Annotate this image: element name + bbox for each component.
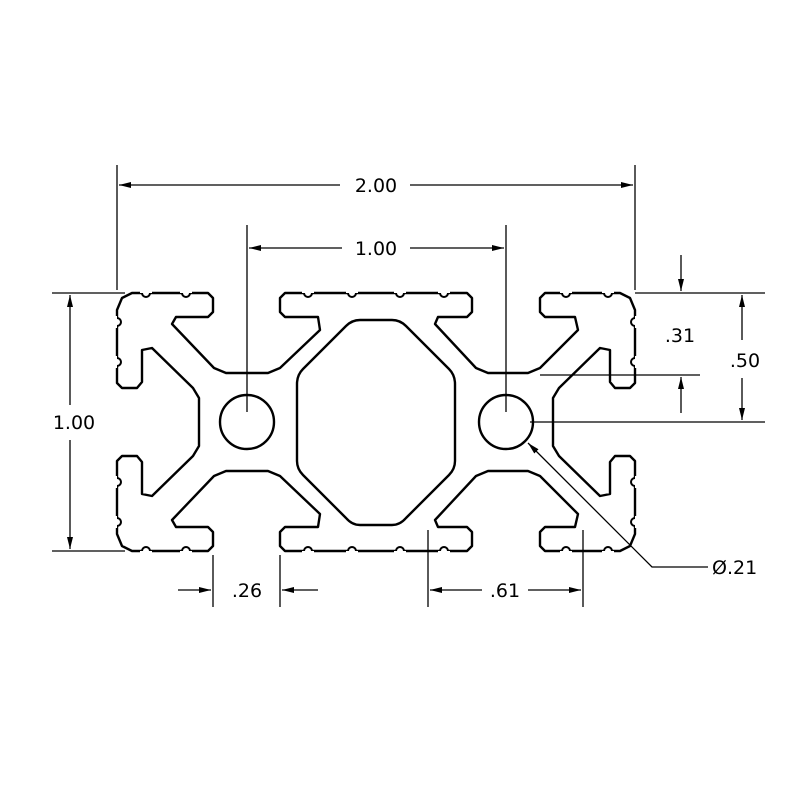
notch-mask xyxy=(394,551,406,558)
notch-mask xyxy=(438,551,450,558)
dim-overall-width: 2.00 xyxy=(116,165,636,290)
notch-mask xyxy=(302,551,314,558)
dim-hole-diameter: Ø.21 xyxy=(527,442,757,579)
notch-mask xyxy=(602,551,614,558)
notch-mask xyxy=(180,286,192,293)
dim-label-half-height: .50 xyxy=(730,350,760,372)
notch-mask xyxy=(180,551,192,558)
notch-mask xyxy=(302,286,314,293)
notch-mask xyxy=(110,356,117,368)
notch-mask xyxy=(140,286,152,293)
dim-label-slot-opening: .26 xyxy=(232,580,262,602)
notch-mask xyxy=(140,551,152,558)
notch-mask xyxy=(635,516,642,528)
dim-slot-opening: .26 xyxy=(178,555,318,607)
notch-mask xyxy=(635,316,642,328)
dim-slot-inner-width: .61 xyxy=(427,530,584,607)
notch-mask xyxy=(635,356,642,368)
dim-label-overall-height: 1.00 xyxy=(53,412,95,434)
notch-mask xyxy=(110,476,117,488)
notch-mask xyxy=(110,516,117,528)
dim-label-hole-diameter: Ø.21 xyxy=(712,557,757,579)
dim-slot-depth: .31 xyxy=(540,255,765,413)
notch-mask xyxy=(394,286,406,293)
groove-notches xyxy=(110,286,642,558)
notch-mask xyxy=(560,551,572,558)
dim-hole-spacing: 1.00 xyxy=(246,225,507,412)
notch-mask xyxy=(110,316,117,328)
notch-mask xyxy=(635,476,642,488)
notch-mask xyxy=(438,286,450,293)
notch-mask xyxy=(560,286,572,293)
center-cavity xyxy=(295,318,457,527)
notch-mask xyxy=(346,286,358,293)
dim-label-slot-inner-width: .61 xyxy=(490,580,520,602)
notch-mask xyxy=(602,286,614,293)
notch-mask xyxy=(346,551,358,558)
dim-label-slot-depth: .31 xyxy=(665,325,695,347)
dim-label-overall-width: 2.00 xyxy=(355,175,397,197)
dim-half-height: .50 xyxy=(530,295,765,423)
dim-overall-height: 1.00 xyxy=(52,292,125,552)
dim-label-hole-spacing: 1.00 xyxy=(355,238,397,260)
